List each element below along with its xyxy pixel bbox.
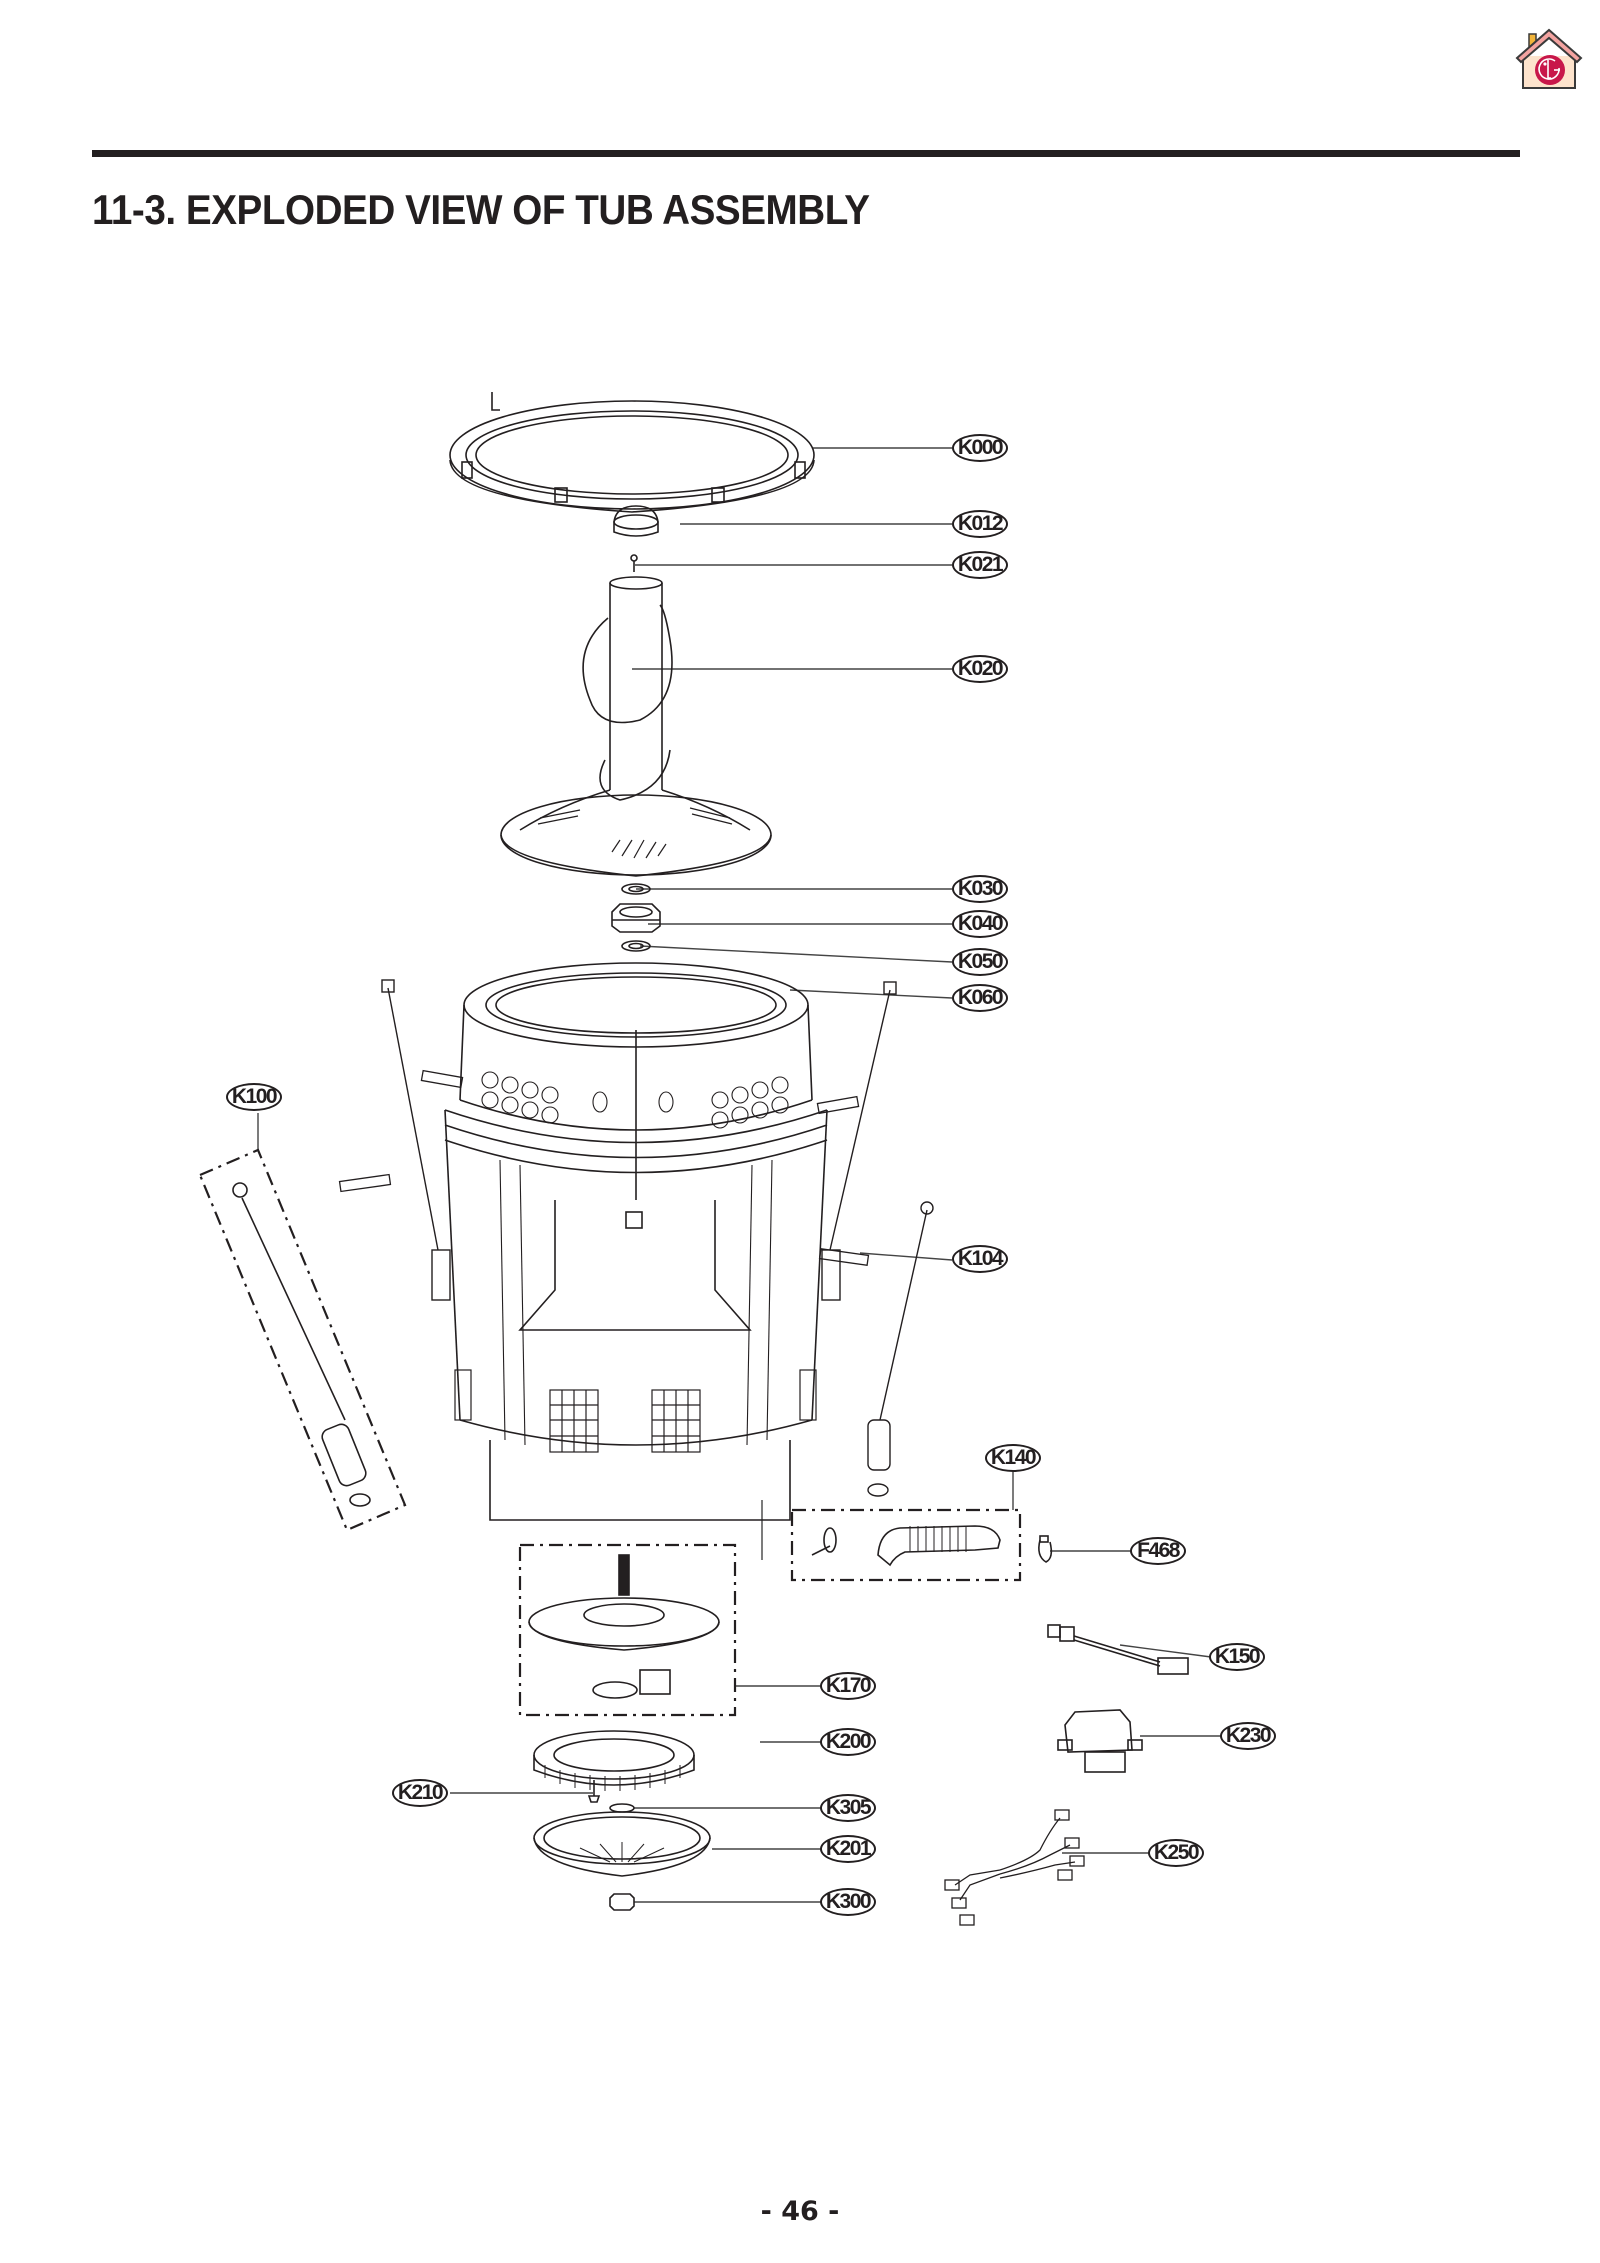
drain-motor-k230 [1057,1709,1143,1773]
tub-assembly [444,962,828,1521]
callout-k040[interactable]: K040 [952,910,1008,938]
drain-hose-k140 [790,1508,1022,1582]
pulsator-bolt [630,554,638,572]
lg-home-icon[interactable] [1515,22,1583,94]
callout-k100[interactable]: K100 [226,1083,282,1111]
rotor-nut-k300 [609,1893,635,1911]
page-number: - 46 - [760,2196,840,2227]
washer-k050 [621,940,651,952]
rotor-k201 [533,1811,711,1877]
leader-lines [257,447,1222,1903]
callout-k150[interactable]: K150 [1209,1643,1265,1671]
stator-bolt-k210 [587,1780,601,1803]
pulsator-assembly [500,576,772,877]
damper-pins [338,1069,870,1267]
suspension-rod-k100 [198,1148,407,1532]
callout-k021[interactable]: K021 [952,551,1008,579]
washer-k305 [609,1803,635,1813]
callout-k200[interactable]: K200 [820,1728,876,1756]
clutch-assembly-k170 [518,1543,737,1717]
callout-k250[interactable]: K250 [1148,1839,1204,1867]
callout-k201[interactable]: K201 [820,1835,876,1863]
callout-k305[interactable]: K305 [820,1794,876,1822]
callout-k140[interactable]: K140 [985,1444,1041,1472]
callout-k050[interactable]: K050 [952,948,1008,976]
callout-k300[interactable]: K300 [820,1888,876,1916]
callout-k012[interactable]: K012 [952,510,1008,538]
stator-k200 [533,1730,695,1791]
suspension-rods-installed [381,979,934,1497]
page-title: 11-3. EXPLODED VIEW OF TUB ASSEMBLY [92,186,870,233]
callout-k030[interactable]: K030 [952,875,1008,903]
callout-k210[interactable]: K210 [392,1779,448,1807]
callout-f468[interactable]: F468 [1130,1537,1186,1565]
tub-cover-ring [449,392,815,513]
callout-k060[interactable]: K060 [952,984,1008,1012]
wire-harness-k150 [1047,1624,1189,1675]
nut-k040 [611,903,661,933]
washer-k030 [621,883,651,895]
callout-k104[interactable]: K104 [952,1245,1008,1273]
callout-k230[interactable]: K230 [1220,1722,1276,1750]
callout-k000[interactable]: K000 [952,434,1008,462]
callout-k020[interactable]: K020 [952,655,1008,683]
callout-k170[interactable]: K170 [820,1672,876,1700]
wire-harness-k250 [944,1809,1085,1926]
hose-clamp-f468 [1038,1535,1053,1563]
header-rule [92,150,1520,157]
pulsator-cap [613,505,659,537]
